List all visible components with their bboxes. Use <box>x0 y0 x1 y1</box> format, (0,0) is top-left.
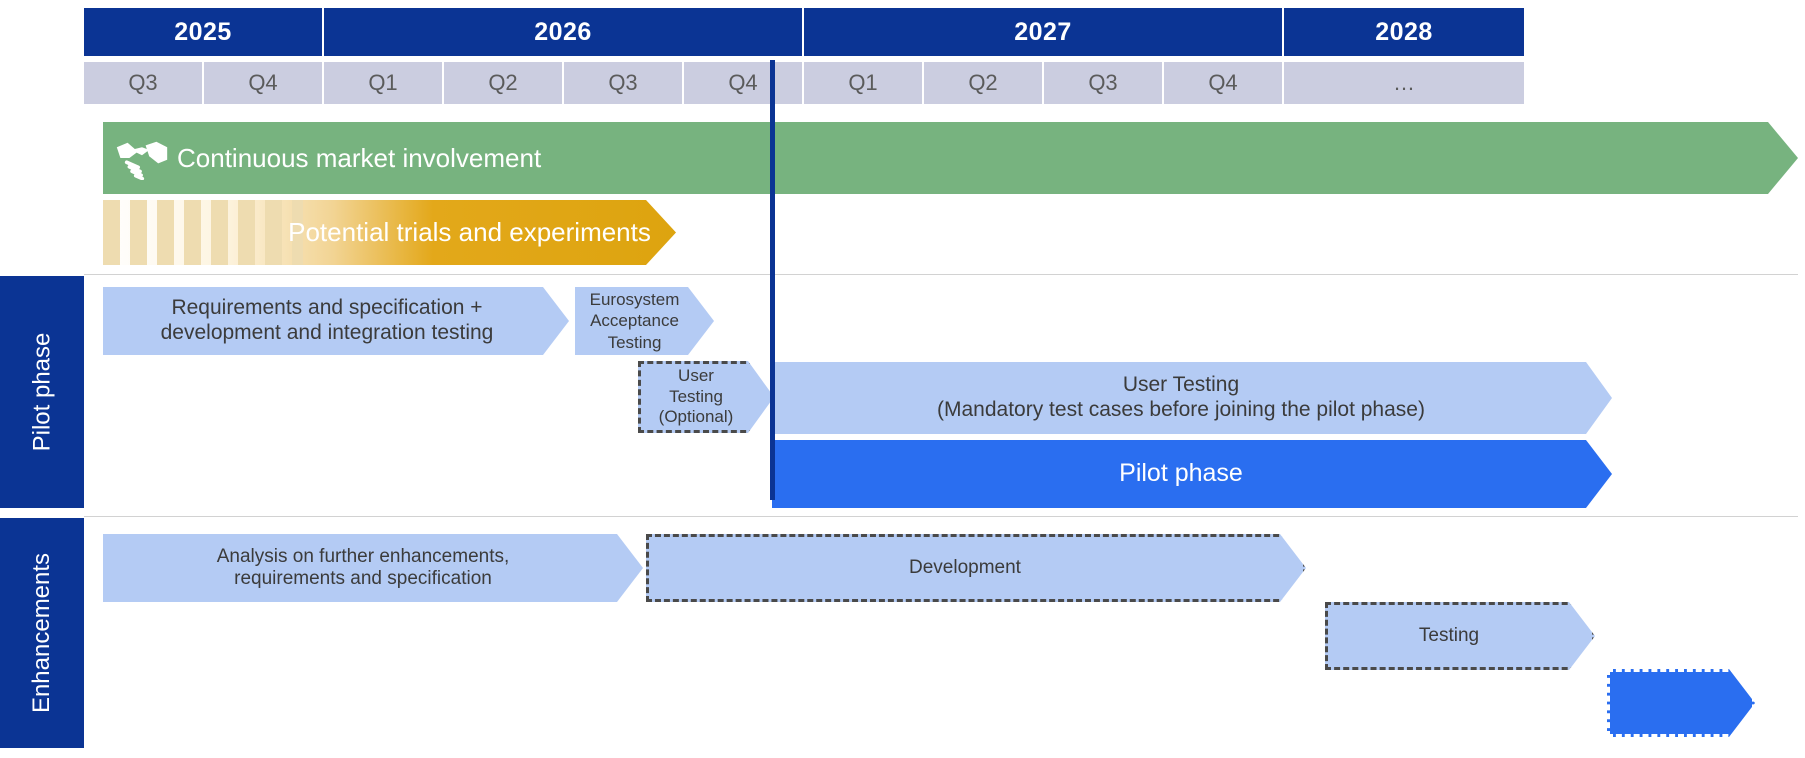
bar-continuous-market-label: Continuous market involvement <box>177 142 542 173</box>
bar-eurosystem-acceptance-testing: Eurosystem Acceptance Testing <box>575 287 714 355</box>
bar-testing: Testing <box>1325 602 1595 670</box>
bar-development-label: Development <box>909 556 1021 578</box>
quarter-cell-2025-q3: Q3 <box>84 62 204 104</box>
bar-development: Development <box>646 534 1306 602</box>
row-label-pilot-phase-text: Pilot phase <box>28 332 55 452</box>
quarter-cell-2026-q1: Q1 <box>324 62 444 104</box>
bar-analysis-enhancements: Analysis on further enhancements, requir… <box>103 534 643 602</box>
quarter-cell-2028-ellipsis: … <box>1284 62 1524 104</box>
bar-continuous-market-involvement: Continuous market involvement <box>103 122 1798 194</box>
quarter-cell-2027-q1: Q1 <box>804 62 924 104</box>
row-label-pilot-phase: Pilot phase <box>0 276 84 508</box>
bar-testing-label: Testing <box>1418 624 1480 646</box>
bar-user-testing-optional-label: User Testing (Optional) <box>658 365 734 427</box>
bar-user-testing-mandatory-label: User Testing (Mandatory test cases befor… <box>937 373 1425 421</box>
quarter-cell-2026-q3: Q3 <box>564 62 684 104</box>
quarter-cell-2027-q4: Q4 <box>1164 62 1284 104</box>
quarter-cell-2027-q2: Q2 <box>924 62 1044 104</box>
divider-enhancements-top <box>84 516 1798 517</box>
bar-pilot-phase: Pilot phase <box>772 440 1612 508</box>
quarter-cell-2025-q4: Q4 <box>204 62 324 104</box>
bar-future-release <box>1607 669 1755 737</box>
bar-requirements-specification: Requirements and specification + develop… <box>103 287 569 355</box>
bar-user-testing-mandatory: User Testing (Mandatory test cases befor… <box>772 362 1612 434</box>
bar-requirements-specification-label: Requirements and specification + develop… <box>160 296 494 344</box>
year-cell-2026: 2026 <box>324 8 804 56</box>
row-label-enhancements-text: Enhancements <box>28 552 56 714</box>
bar-eurosystem-acceptance-testing-label: Eurosystem Acceptance Testing <box>589 290 680 352</box>
quarter-cell-2027-q3: Q3 <box>1044 62 1164 104</box>
bar-analysis-enhancements-label: Analysis on further enhancements, requir… <box>216 545 510 589</box>
handshake-icon <box>115 136 169 180</box>
quarter-cell-2026-q4: Q4 <box>684 62 804 104</box>
year-cell-2025: 2025 <box>84 8 324 56</box>
year-cell-2028: 2028 <box>1284 8 1524 56</box>
bar-user-testing-optional: User Testing (Optional) <box>638 361 774 433</box>
row-label-enhancements: Enhancements <box>0 518 84 748</box>
divider-pilot-top <box>84 274 1798 275</box>
timeline-marker-line <box>770 60 775 500</box>
quarter-cell-2026-q2: Q2 <box>444 62 564 104</box>
year-cell-2027: 2027 <box>804 8 1284 56</box>
bar-potential-trials: Potential trials and experiments <box>103 200 676 265</box>
bar-pilot-phase-label: Pilot phase <box>1119 459 1243 488</box>
bar-potential-trials-label: Potential trials and experiments <box>288 217 651 248</box>
